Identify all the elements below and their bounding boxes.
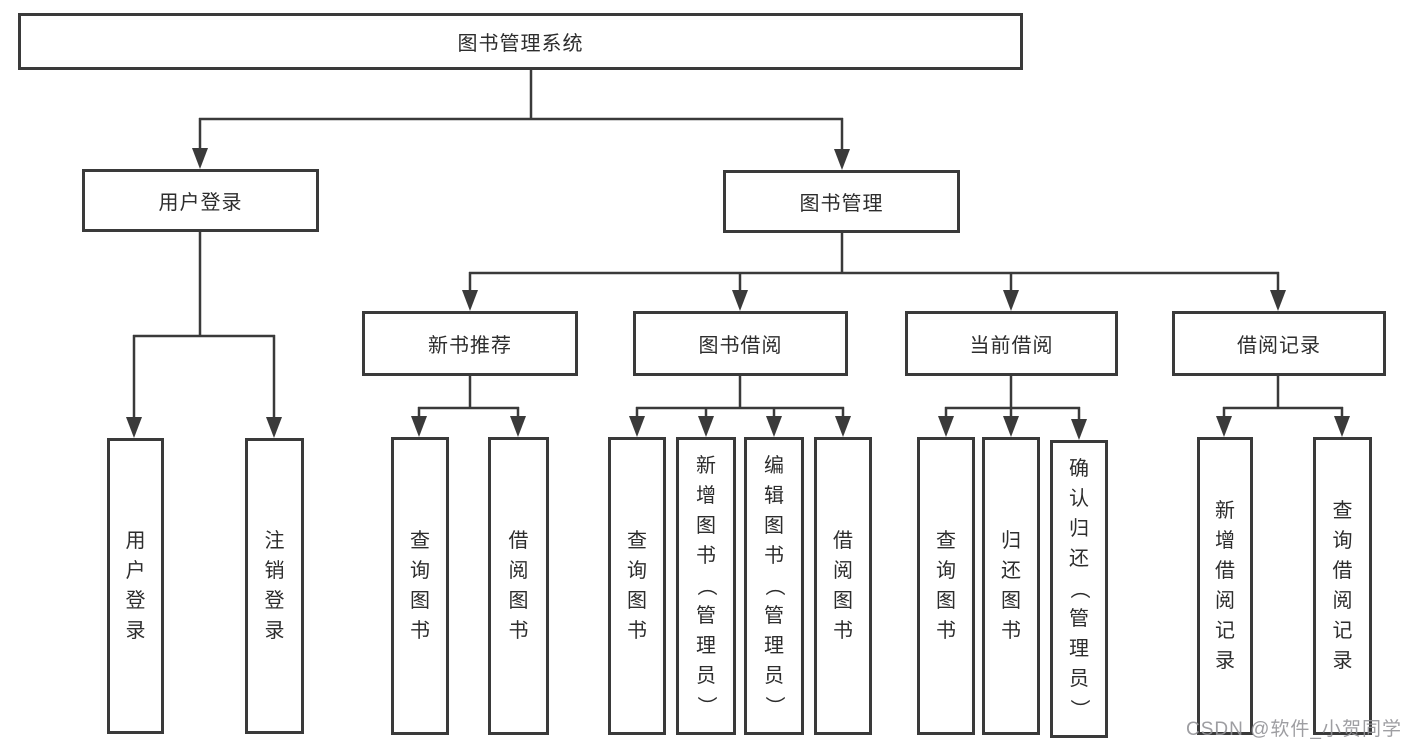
node-book-mgmt-group: 图书管理	[723, 170, 960, 233]
node-new-book-rec-label: 新书推荐	[428, 335, 512, 357]
arrowheads-book-mgmt-branch	[462, 290, 1286, 311]
csdn-watermark: CSDN @软件_小贺同学	[1186, 719, 1402, 740]
connector-new-book-rec-branch	[417, 376, 520, 424]
node-user-login-group-label: 用户登录	[158, 192, 243, 214]
connector-user-login-branch	[132, 231, 276, 422]
node-leaf-logout-label: 注销登录	[264, 530, 285, 642]
connector-root-to-level1	[198, 70, 844, 155]
arrowheads-level1	[192, 148, 850, 170]
arrowheads-new-book-rec-branch	[411, 416, 526, 437]
node-borrow-records-label: 借阅记录	[1237, 335, 1321, 357]
arrowheads-book-borrow-branch	[629, 416, 851, 437]
node-current-borrow-label: 当前借阅	[969, 335, 1054, 357]
node-leaf-rec-borrow-books-label: 借阅图书	[508, 530, 529, 642]
node-leaf-rec-query-books: 查询图书	[391, 437, 449, 735]
node-leaf-rec-borrow-books: 借阅图书	[488, 437, 549, 735]
arrowheads-borrow-records-branch	[1216, 416, 1350, 437]
node-leaf-bb-add-books: 新增图书（管理员）	[676, 437, 736, 735]
node-leaf-br-add-record: 新增借阅记录	[1197, 437, 1253, 735]
node-leaf-bb-edit-books: 编辑图书（管理员）	[744, 437, 804, 735]
node-leaf-br-add-record-label: 新增借阅记录	[1215, 500, 1235, 672]
arrowheads-user-login-branch	[126, 417, 282, 438]
node-leaf-logout: 注销登录	[245, 438, 304, 734]
node-leaf-bb-edit-books-label: 编辑图书（管理员）	[763, 455, 785, 716]
node-user-login-group: 用户登录	[82, 169, 319, 232]
node-leaf-bb-borrow-books-label: 借阅图书	[833, 530, 853, 642]
connector-book-borrow-branch	[635, 376, 845, 424]
node-root-label: 图书管理系统	[457, 33, 584, 55]
node-leaf-bb-add-books-label: 新增图书（管理员）	[695, 455, 717, 716]
node-leaf-cb-return-books-label: 归还图书	[1001, 530, 1021, 642]
connector-borrow-records-branch	[1222, 376, 1344, 424]
connector-current-borrow-branch	[944, 376, 1081, 426]
node-leaf-user-login-label: 用户登录	[125, 530, 146, 642]
node-leaf-user-login: 用户登录	[107, 438, 164, 734]
node-root: 图书管理系统	[18, 13, 1023, 70]
node-leaf-bb-query-books: 查询图书	[608, 437, 666, 735]
node-leaf-bb-borrow-books: 借阅图书	[814, 437, 872, 735]
node-leaf-bb-query-books-label: 查询图书	[627, 530, 647, 642]
node-book-mgmt-group-label: 图书管理	[799, 193, 884, 215]
node-leaf-cb-query-books-label: 查询图书	[936, 530, 956, 642]
node-borrow-records: 借阅记录	[1172, 311, 1386, 376]
node-leaf-cb-confirm-return: 确认归还（管理员）	[1050, 440, 1108, 738]
node-current-borrow: 当前借阅	[905, 311, 1118, 376]
node-leaf-cb-confirm-return-label: 确认归还（管理员）	[1068, 458, 1090, 719]
node-leaf-br-query-record-label: 查询借阅记录	[1332, 500, 1353, 672]
node-leaf-rec-query-books-label: 查询图书	[410, 530, 430, 642]
node-book-borrow: 图书借阅	[633, 311, 848, 376]
node-new-book-rec: 新书推荐	[362, 311, 578, 376]
node-leaf-cb-query-books: 查询图书	[917, 437, 975, 735]
node-book-borrow-label: 图书借阅	[698, 335, 783, 357]
connector-book-mgmt-branch	[468, 232, 1280, 296]
node-leaf-cb-return-books: 归还图书	[982, 437, 1040, 735]
node-leaf-br-query-record: 查询借阅记录	[1313, 437, 1372, 735]
